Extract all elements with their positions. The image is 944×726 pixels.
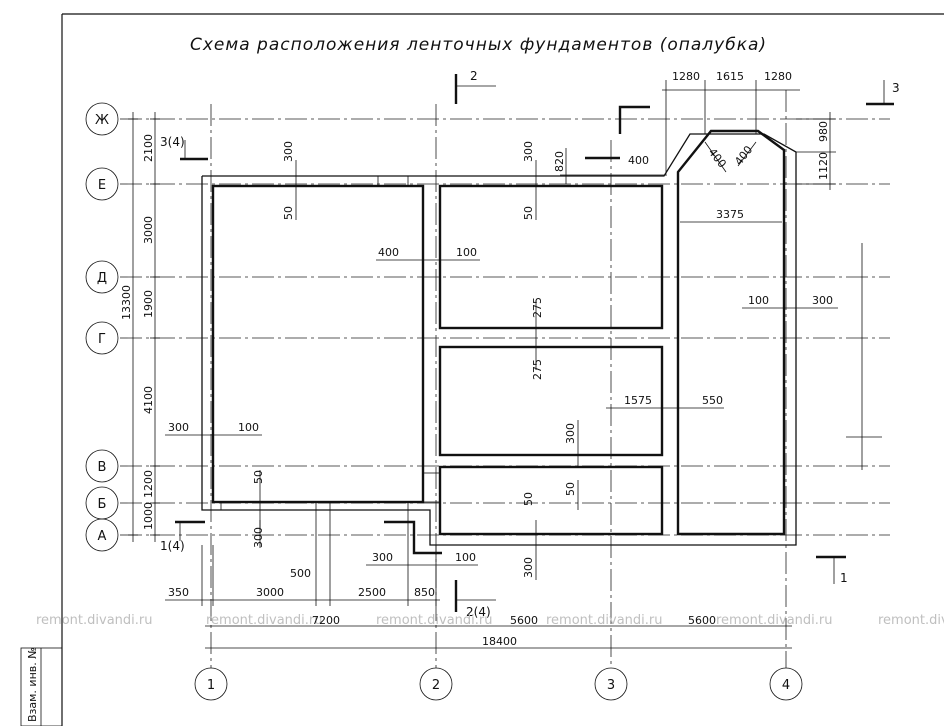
axis-marker-b: Б <box>85 486 119 520</box>
dim-400-mid: 400 <box>378 246 399 259</box>
dimension-labels: 2100 3000 1900 4100 1200 1000 13300 350 … <box>120 70 833 648</box>
svg-text:remont.divandi.ru: remont.divandi.ru <box>36 613 153 628</box>
dim-300-top-left: 300 <box>282 141 295 162</box>
dim-300-left: 300 <box>168 421 189 434</box>
svg-text:remont.divandi.ru: remont.divandi.ru <box>206 613 323 628</box>
axis-marker-a: А <box>85 518 119 552</box>
axis-marker-e: Е <box>85 167 119 201</box>
svg-text:Д: Д <box>97 271 107 286</box>
dim-100-left: 100 <box>238 421 259 434</box>
svg-text:Ж: Ж <box>95 113 109 128</box>
foundation-outline <box>201 133 797 546</box>
svg-text:Г: Г <box>98 332 106 347</box>
dim-1280-b: 1280 <box>764 70 792 83</box>
foundation-details <box>220 175 441 510</box>
dim-1200: 1200 <box>142 470 155 498</box>
svg-text:Б: Б <box>98 497 107 512</box>
svg-text:1: 1 <box>207 678 215 693</box>
dim-300-bot-right: 300 <box>522 557 535 578</box>
svg-text:А: А <box>98 529 107 544</box>
dim-4100: 4100 <box>142 386 155 414</box>
dim-3375: 3375 <box>716 208 744 221</box>
section-mark-2-top: 2 <box>470 69 478 83</box>
axis-marker-zh: Ж <box>85 102 119 136</box>
dim-18400: 18400 <box>482 635 517 648</box>
svg-text:4: 4 <box>782 678 790 693</box>
dimension-lines <box>128 80 838 649</box>
dim-400-diag-left: 400 <box>706 146 729 171</box>
dim-300-bot-mid: 300 <box>372 551 393 564</box>
axis-marker-g: Г <box>85 321 119 355</box>
inner-rooms <box>211 129 786 536</box>
drawing-title: Схема расположения ленточных фундаментов… <box>190 35 767 55</box>
dim-300-top-mid: 300 <box>522 141 535 162</box>
dim-100-bot-mid: 100 <box>455 551 476 564</box>
dim-1280-a: 1280 <box>672 70 700 83</box>
svg-text:3: 3 <box>607 678 615 693</box>
dim-50-top-mid: 50 <box>522 206 535 220</box>
dim-1575: 1575 <box>624 394 652 407</box>
axis-marker-v: В <box>85 449 119 483</box>
axis-marker-3: 3 <box>594 667 628 701</box>
svg-text:В: В <box>98 460 107 475</box>
dim-1000: 1000 <box>142 502 155 530</box>
dim-2500: 2500 <box>358 586 386 599</box>
svg-text:remont.divandi.ru: remont.divandi.ru <box>546 613 663 628</box>
dim-50-mid-low: 50 <box>564 482 577 496</box>
dim-500: 500 <box>290 567 311 580</box>
section-mark-3-right: 3 <box>892 81 900 95</box>
dim-3000-bottom: 3000 <box>256 586 284 599</box>
dim-300-bot-left: 300 <box>252 527 265 548</box>
dim-50-left-low: 50 <box>252 470 265 484</box>
dim-50-top-left: 50 <box>282 206 295 220</box>
dim-300-mid-low: 300 <box>564 423 577 444</box>
watermark-row: remont.divandi.ru remont.divandi.ru remo… <box>36 613 944 628</box>
section-mark-1-left: 1(4) <box>160 539 185 553</box>
svg-text:remont.divandi.ru: remont.divandi.ru <box>376 613 493 628</box>
dim-850: 850 <box>414 586 435 599</box>
axis-marker-2: 2 <box>419 667 453 701</box>
dim-400-bay: 400 <box>628 154 649 167</box>
section-mark-3-left: 3(4) <box>160 135 185 149</box>
row-axis-markers: Ж Е Д Г В Б А <box>85 102 119 552</box>
dim-1615: 1615 <box>716 70 744 83</box>
dim-1900: 1900 <box>142 290 155 318</box>
svg-text:remont.divandi.ru: remont.divandi.ru <box>878 613 944 628</box>
dim-980: 980 <box>817 121 830 142</box>
stamp-label: Взам. инв. № <box>26 647 39 722</box>
dim-550: 550 <box>702 394 723 407</box>
svg-text:2: 2 <box>432 678 440 693</box>
dim-350: 350 <box>168 586 189 599</box>
dim-5600-a: 5600 <box>510 614 538 627</box>
dim-2100: 2100 <box>142 134 155 162</box>
section-mark-1-right: 1 <box>840 571 848 585</box>
column-axis-markers: 1 2 3 4 <box>194 667 803 701</box>
svg-text:remont.divandi.ru: remont.divandi.ru <box>716 613 833 628</box>
svg-text:Е: Е <box>98 178 106 193</box>
dim-7200: 7200 <box>312 614 340 627</box>
dim-3000-left: 3000 <box>142 216 155 244</box>
dim-820: 820 <box>553 151 566 172</box>
column-axis-lines <box>210 90 787 668</box>
sheet-frame <box>20 13 944 726</box>
axis-marker-1: 1 <box>194 667 228 701</box>
dim-1120: 1120 <box>817 152 830 180</box>
dim-50-mid-box: 50 <box>522 492 535 506</box>
dim-275-a: 275 <box>531 297 544 318</box>
axis-marker-d: Д <box>85 260 119 294</box>
section-mark-2-bottom: 2(4) <box>466 605 491 619</box>
dim-13300: 13300 <box>120 285 133 320</box>
section-marks: 2 2(4) 3 3(4) 1 1(4) <box>160 69 900 619</box>
dim-100-mid: 100 <box>456 246 477 259</box>
dim-275-b: 275 <box>531 359 544 380</box>
axis-marker-4: 4 <box>769 667 803 701</box>
dim-300-right: 300 <box>812 294 833 307</box>
dim-5600-b: 5600 <box>688 614 716 627</box>
dim-100-right: 100 <box>748 294 769 307</box>
